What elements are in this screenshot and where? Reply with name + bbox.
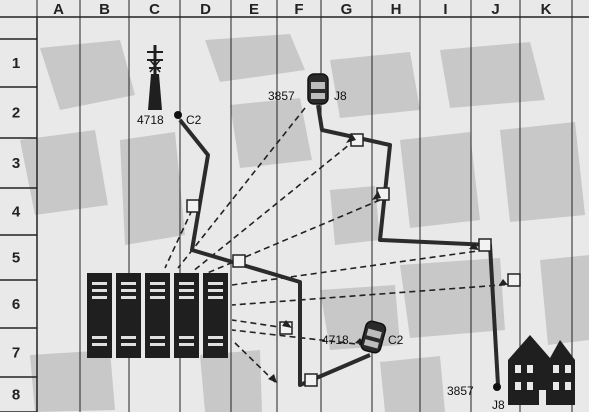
map-block: [120, 132, 185, 245]
house-dot: [493, 383, 501, 391]
car-icon: [307, 73, 329, 105]
map-block: [380, 356, 445, 412]
car-bottom-cell-label: C2: [388, 333, 404, 347]
signal-line: [231, 319, 287, 329]
arrowhead: [268, 374, 277, 383]
arrowhead: [372, 191, 381, 200]
signal-line: [231, 283, 516, 306]
waypoint-box: [232, 254, 246, 268]
column-header-e: E: [249, 1, 259, 18]
map-block: [330, 52, 420, 118]
waypoint-box: [507, 273, 521, 287]
waypoint-box: [304, 373, 318, 387]
column-header-g: G: [341, 1, 353, 18]
map-block: [400, 132, 480, 228]
row-header-3: 3: [12, 155, 20, 172]
server-rack-icon: [116, 273, 141, 358]
row-header-8: 8: [12, 387, 20, 404]
signal-line: [191, 139, 356, 273]
row-header-5: 5: [12, 250, 20, 267]
map-block: [205, 34, 305, 82]
waypoint-box: [186, 199, 200, 213]
tower-dot: [174, 111, 182, 119]
column-headers: A B C D E F G H I J K: [53, 1, 552, 18]
row-header-4: 4: [12, 204, 21, 221]
map-block: [40, 40, 135, 110]
arrowhead: [282, 320, 292, 328]
server-rack-icon: [145, 273, 170, 358]
server-rack-icon: [87, 273, 112, 358]
car-icon: [360, 320, 387, 354]
row-header-1: 1: [12, 55, 20, 72]
map-block: [20, 130, 108, 215]
column-header-d: D: [200, 1, 211, 18]
map-block: [500, 122, 585, 222]
house-icon: [508, 335, 575, 405]
server-racks: [87, 273, 228, 358]
car-top-id-label: 3857: [268, 89, 295, 103]
row-header-6: 6: [12, 296, 20, 313]
map-block: [30, 350, 115, 412]
column-header-j: J: [491, 1, 499, 18]
radio-tower-icon: [147, 45, 163, 110]
signal-line: [177, 107, 306, 269]
column-header-a: A: [53, 1, 64, 18]
column-header-f: F: [294, 1, 303, 18]
server-rack-icon: [203, 273, 228, 358]
column-header-i: I: [443, 1, 447, 18]
signal-line: [231, 339, 276, 383]
car-bottom-id-label: 4718: [322, 333, 349, 347]
map-block: [230, 98, 312, 168]
tower-id-label: 4718: [137, 113, 164, 127]
row-header-2: 2: [12, 105, 20, 122]
house-cell-label: J8: [492, 398, 505, 412]
column-header-h: H: [391, 1, 402, 18]
map-block: [540, 255, 589, 345]
tower-cell-label: C2: [186, 113, 202, 127]
signal-lines: [164, 107, 516, 383]
signal-line: [231, 329, 366, 346]
map-block: [440, 42, 545, 108]
signal-line: [164, 209, 193, 269]
car-top-cell-label: J8: [334, 89, 347, 103]
column-header-b: B: [99, 1, 110, 18]
map-block: [330, 186, 380, 245]
column-header-k: K: [541, 1, 552, 18]
waypoint-box: [478, 238, 492, 252]
arrowheads: [268, 134, 508, 383]
signal-line: [231, 249, 486, 286]
house-id-label: 3857: [447, 384, 474, 398]
arrowhead: [346, 134, 356, 143]
row-headers: 1 2 3 4 5 6 7 8: [12, 55, 21, 404]
signal-line: [204, 199, 381, 275]
arrowhead: [469, 243, 479, 250]
server-rack-icon: [174, 273, 199, 358]
column-header-c: C: [149, 1, 160, 18]
map-block: [400, 258, 505, 338]
arrowhead: [499, 279, 508, 285]
row-header-7: 7: [12, 345, 20, 362]
